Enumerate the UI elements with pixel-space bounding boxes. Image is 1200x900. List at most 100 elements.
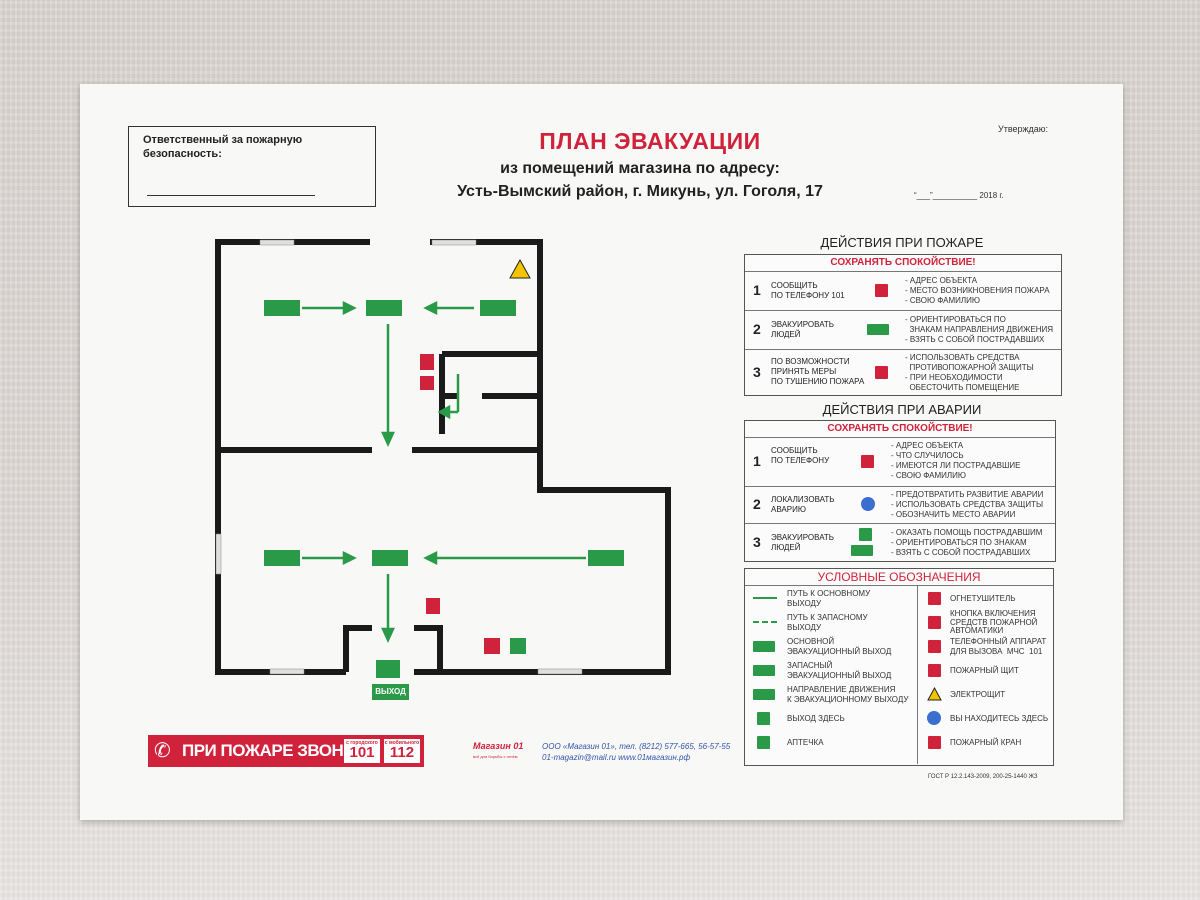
direction-sign-icon [480,300,516,316]
legend-divider [917,586,918,764]
extinguisher-icon [420,354,434,370]
fire-call-label: ПРИ ПОЖАРЕ ЗВОНИТЬ [182,741,377,760]
direction-sign-icon [851,545,873,556]
legend-text: ПОЖАРНЫЙ ЩИТ [950,666,1019,675]
emergency-number-101: с городского 101 [344,739,380,763]
legend-title: УСЛОВНЫЕ ОБОЗНАЧЕНИЯ [745,569,1053,586]
legend-item: ОСНОВНОЙ ЭВАКУАЦИОННЫЙ ВЫХОД [745,635,917,659]
step-number: 1 [753,282,761,298]
legend-item: НАПРАВЛЕНИЕ ДВИЖЕНИЯ К ЭВАКУАЦИОННОМУ ВЫ… [745,683,917,707]
route-arrow-head [342,550,357,566]
legend-item: ОГНЕТУШИТЕЛЬ [918,587,1053,611]
legend-text: ОСНОВНОЙ ЭВАКУАЦИОННЫЙ ВЫХОД [787,637,892,656]
legend-text: ЭЛЕКТРОЩИТ [950,690,1006,699]
accident-marker-icon [861,497,875,511]
extinguisher-icon [875,366,888,379]
fire-actions-table: СОХРАНЯТЬ СПОКОЙСТВИЕ! 1 СООБЩИТЬ ПО ТЕЛ… [744,254,1062,396]
step-items: - ИСПОЛЬЗОВАТЬ СРЕДСТВА ПРОТИВОПОЖАРНОЙ … [905,353,1034,392]
direction-sign-icon [372,550,408,566]
windows [215,239,583,675]
spare-exit-sign-icon [753,665,775,676]
evacuation-plan-sheet: Ответственный за пожарную безопасность: … [80,84,1123,820]
step-text: ПО ВОЗМОЖНОСТИ ПРИНЯТЬ МЕРЫ ПО ТУШЕНИЮ П… [771,357,865,386]
legend-text: ОГНЕТУШИТЕЛЬ [950,594,1016,603]
direction-sign-icon [867,324,889,335]
legend: УСЛОВНЫЕ ОБОЗНАЧЕНИЯ ПУТЬ К ОСНОВНОМУ ВЫ… [744,568,1054,766]
gost-reference: ГОСТ Р 12.2.143-2009, 200-25-1440 ЖЗ [928,774,1038,780]
route-arrow-head [437,404,451,420]
phone-icon: ✆ [154,740,171,762]
phone-icon [861,455,874,468]
accident-action-row: 3 ЭВАКУИРОВАТЬ ЛЮДЕЙ - ОКАЗАТЬ ПОМОЩЬ ПО… [745,524,1055,562]
floor-plan [215,239,671,678]
legend-item: ВЫ НАХОДИТЕСЬ ЗДЕСЬ [918,707,1053,731]
legend-item: ВЫХОД ЗДЕСЬ [745,707,917,731]
evacuation-routes [302,300,586,644]
fire-calm-header: СОХРАНЯТЬ СПОКОЙСТВИЕ! [745,255,1061,272]
step-number: 2 [753,321,761,337]
step-items: - ОКАЗАТЬ ПОМОЩЬ ПОСТРАДАВШИМ - ОРИЕНТИР… [891,528,1043,557]
electric-panel-icon [927,687,942,701]
number-101: 101 [349,744,375,761]
legend-item: ПОЖАРНЫЙ КРАН [918,731,1053,755]
step-text: ЭВАКУИРОВАТЬ ЛЮДЕЙ [771,320,835,339]
step-text: СООБЩИТЬ ПО ТЕЛЕФОНУ 101 [771,281,845,300]
step-text: ЛОКАЛИЗОВАТЬ АВАРИЮ [771,495,835,514]
responsible-label: Ответственный за пожарную безопасность: [143,134,303,160]
legend-text: ВЫХОД ЗДЕСЬ [787,714,845,723]
first-aid-icon [757,736,770,749]
exit-signs [264,300,624,678]
responsible-box: Ответственный за пожарную безопасность: [128,126,376,207]
legend-item: ПОЖАРНЫЙ ЩИТ [918,659,1053,683]
signature-line [147,195,315,196]
step-text: СООБЩИТЬ ПО ТЕЛЕФОНУ [771,446,830,465]
accident-actions-table: СОХРАНЯТЬ СПОКОЙСТВИЕ! 1 СООБЩИТЬ ПО ТЕЛ… [744,420,1056,562]
route-arrow-head [423,550,438,566]
fire-actions-title: ДЕЙСТВИЯ ПРИ ПОЖАРЕ [820,235,984,250]
step-items: - АДРЕС ОБЪЕКТА - МЕСТО ВОЗНИКНОВЕНИЯ ПО… [905,276,1050,305]
landline-label: с городского [346,740,378,746]
first-aid-icon [510,638,526,654]
exit-here-icon [757,712,770,725]
contacts: ООО «Магазин 01», тел. (8212) 577-665, 5… [542,741,730,763]
legend-item: ТЕЛЕФОННЫЙ АППАРАТ ДЛЯ ВЫЗОВА МЧС 101 [918,635,1053,659]
legend-item: ЭЛЕКТРОЩИТ [918,683,1053,707]
legend-text: ТЕЛЕФОННЫЙ АППАРАТ ДЛЯ ВЫЗОВА МЧС 101 [950,637,1047,656]
direction-sign-icon [753,689,775,700]
main-route-arrow-icon [753,597,777,599]
step-number: 3 [753,534,761,550]
phone-icon [484,638,500,654]
number-112: 112 [389,744,415,761]
fire-button-icon [928,616,941,629]
plan-title: ПЛАН ЭВАКУАЦИИ [539,128,761,154]
route-arrow-head [381,431,395,448]
mobile-label: с мобильного [384,740,420,746]
extinguisher-icon [426,598,440,614]
shop-tagline: всё для борьбы с огнём [473,754,518,759]
fire-button-icon [420,376,434,390]
direction-sign-icon [264,300,300,316]
legend-text: ПУТЬ К ОСНОВНОМУ ВЫХОДУ [787,589,871,608]
accident-actions-title: ДЕЙСТВИЯ ПРИ АВАРИИ [822,402,982,417]
plan-address: Усть-Вымский район, г. Микунь, ул. Гогол… [457,183,823,200]
legend-text: АПТЕЧКА [787,738,824,747]
exit-label: ВЫХОД [372,684,409,700]
fire-equipment [420,258,531,654]
route-arrow-head [342,300,357,316]
legend-item: ПУТЬ К ОСНОВНОМУ ВЫХОДУ [745,587,917,611]
fire-call-banner: ✆ ПРИ ПОЖАРЕ ЗВОНИТЬ с городского 101 с … [148,735,424,767]
fire-action-row: 1 СООБЩИТЬ ПО ТЕЛЕФОНУ 101 - АДРЕС ОБЪЕК… [745,272,1061,311]
legend-text: НАПРАВЛЕНИЕ ДВИЖЕНИЯ К ЭВАКУАЦИОННОМУ ВЫ… [787,685,909,704]
route-arrow-head [423,300,438,316]
step-text: ЭВАКУИРОВАТЬ ЛЮДЕЙ [771,533,835,552]
step-items: - АДРЕС ОБЪЕКТА - ЧТО СЛУЧИЛОСЬ - ИМЕЮТС… [891,441,1021,480]
approve-label: Утверждаю: [998,124,1049,134]
fire-action-row: 2 ЭВАКУИРОВАТЬ ЛЮДЕЙ - ОРИЕНТИРОВАТЬСЯ П… [745,311,1061,350]
emergency-number-112: с мобильного 112 [384,739,420,763]
legend-text: ПОЖАРНЫЙ КРАН [950,738,1022,747]
extinguisher-icon [928,592,941,605]
approve-date: “___”__________ 2018 г. [914,191,1004,200]
phone-icon [875,284,888,297]
step-number: 2 [753,496,761,512]
first-aid-icon [859,528,872,541]
